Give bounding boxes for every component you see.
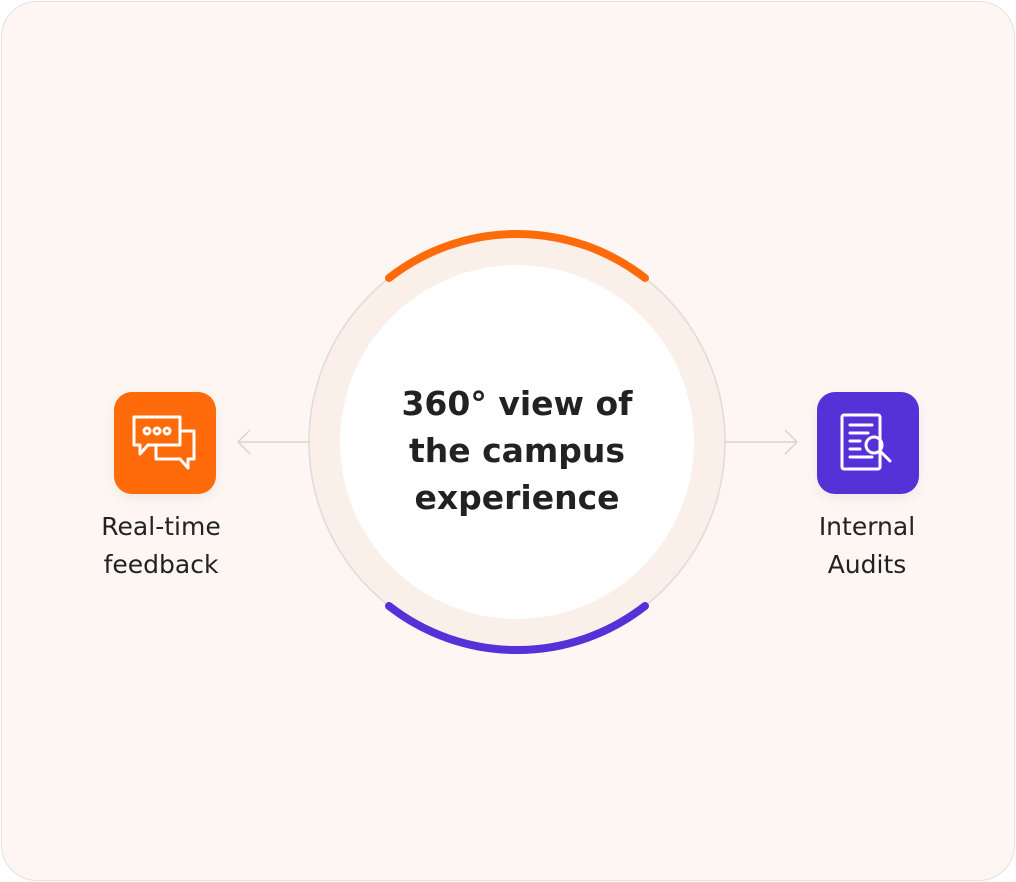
right-arrow-icon	[725, 429, 799, 455]
bottom-arc-purple	[385, 602, 649, 654]
label-line: feedback	[103, 550, 219, 579]
document-search-icon	[840, 413, 892, 471]
inner-circle	[340, 265, 694, 619]
internal-audits-label: Internal Audits	[767, 508, 967, 584]
realtime-feedback-icon-box	[114, 392, 216, 494]
left-arrow-icon	[236, 429, 309, 455]
center-title-line: 360° view of	[401, 384, 633, 423]
label-line: Audits	[827, 550, 907, 579]
label-line: Internal	[818, 512, 916, 541]
realtime-feedback-label: Real-time feedback	[61, 508, 261, 584]
top-arc-orange	[385, 230, 649, 282]
chat-bubbles-icon	[132, 415, 196, 470]
center-title: 360° view of the campus experience	[367, 380, 667, 521]
center-title-line: the campus	[408, 431, 626, 470]
internal-audits-icon-box	[817, 392, 919, 494]
label-line: Real-time	[101, 512, 221, 541]
center-title-line: experience	[414, 478, 620, 517]
